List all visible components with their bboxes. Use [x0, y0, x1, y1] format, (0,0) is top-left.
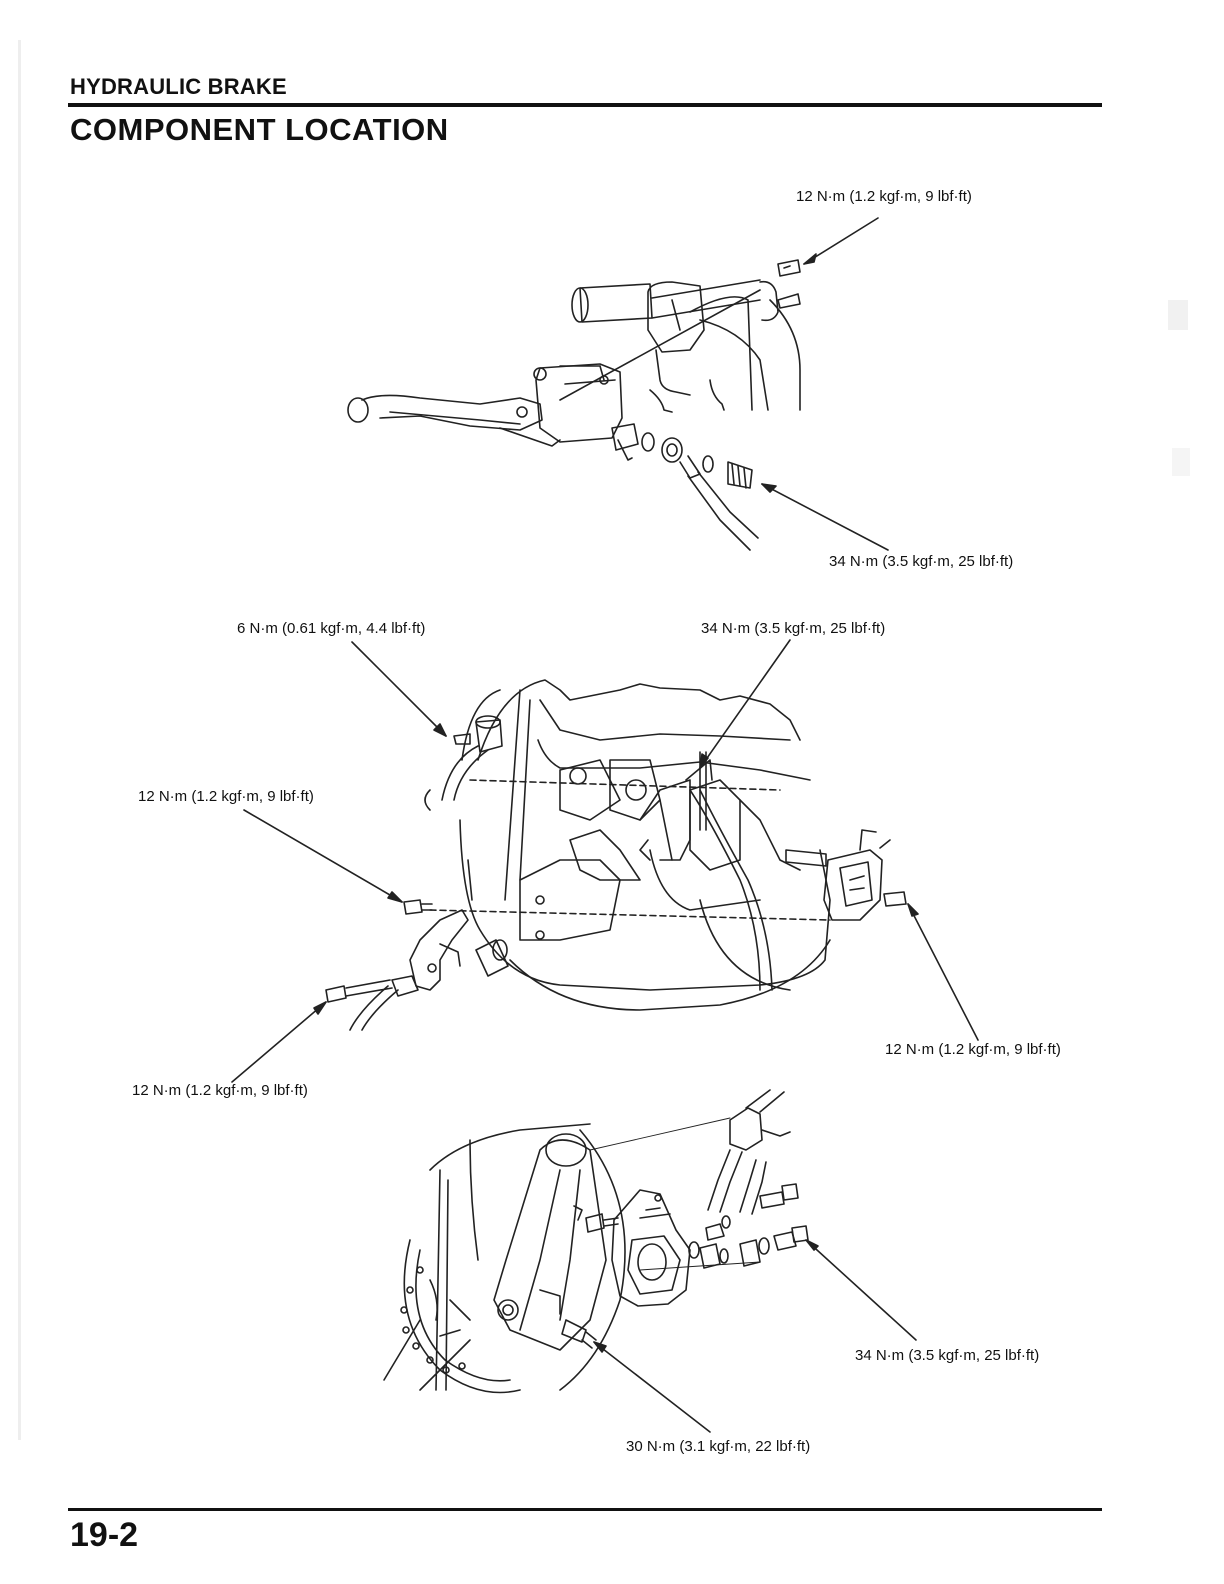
torque-master-cylinder-brake-hose-bolt: 34 N·m (3.5 kgf·m, 25 lbf·ft) [829, 553, 1014, 570]
scan-speck [1168, 300, 1188, 330]
scan-speck [1172, 448, 1190, 476]
footer-rule [68, 1508, 1102, 1511]
front-master-cylinder-figure [347, 217, 889, 551]
torque-pedal-mount-bolt: 12 N·m (1.2 kgf·m, 9 lbf·ft) [138, 788, 314, 805]
page-number: 19-2 [70, 1516, 139, 1554]
scan-edge-left [18, 40, 21, 1440]
page-title: COMPONENT LOCATION [70, 112, 449, 147]
torque-reservoir-hose-clamp: 6 N·m (0.61 kgf·m, 4.4 lbf·ft) [237, 620, 426, 637]
torque-front-caliper-mount-bolt: 30 N·m (3.1 kgf·m, 22 lbf·ft) [626, 1438, 811, 1455]
torque-rear-caliper-bolt: 12 N·m (1.2 kgf·m, 9 lbf·ft) [885, 1041, 1061, 1058]
section-label: HYDRAULIC BRAKE [70, 74, 287, 99]
torque-rear-master-brake-hose-bolt: 34 N·m (3.5 kgf·m, 25 lbf·ft) [701, 620, 886, 637]
rear-master-cylinder-figure [231, 639, 979, 1083]
torque-front-caliper-brake-hose-bolt: 34 N·m (3.5 kgf·m, 25 lbf·ft) [855, 1347, 1040, 1364]
header-rule [68, 103, 1102, 107]
torque-pushrod-lock-bolt: 12 N·m (1.2 kgf·m, 9 lbf·ft) [132, 1082, 308, 1099]
front-caliper-figure [383, 1089, 917, 1433]
torque-master-cylinder-holder: 12 N·m (1.2 kgf·m, 9 lbf·ft) [796, 188, 972, 205]
